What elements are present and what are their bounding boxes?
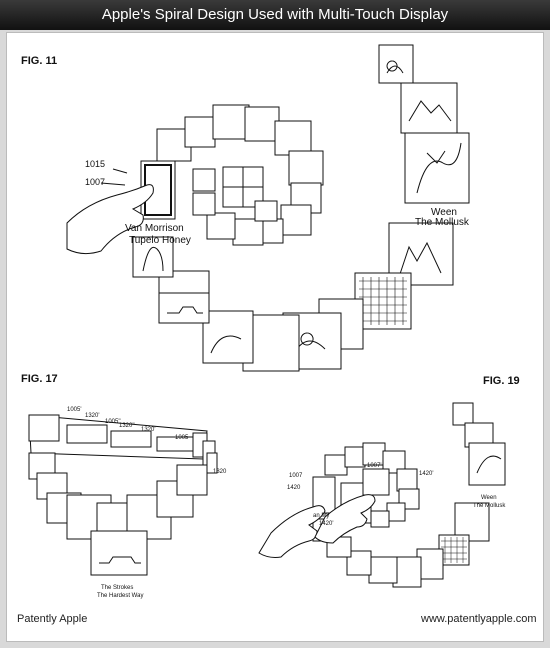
album-tile xyxy=(288,150,324,186)
album-tile-grid xyxy=(354,272,412,330)
album-tile xyxy=(176,464,208,496)
callout-1320c: 1320' xyxy=(141,427,156,433)
album-tile xyxy=(344,446,366,468)
album-tile xyxy=(392,556,422,588)
grid-lines xyxy=(441,537,467,563)
album-tile xyxy=(206,212,236,240)
album-tile xyxy=(370,510,390,528)
album-caption-title: Tupelo Honey xyxy=(129,235,191,246)
page-title: Apple's Spiral Design Used with Multi-To… xyxy=(0,0,550,30)
callout-1007: 1007 xyxy=(85,177,105,187)
callout-1005b: 1005'' xyxy=(105,419,121,425)
album-tile xyxy=(206,452,218,474)
album-tile xyxy=(132,236,174,278)
album-tile xyxy=(66,424,108,444)
album-tile xyxy=(280,204,312,236)
finger-sketch-right xyxy=(314,494,376,544)
album-caption-artist-2: Ween xyxy=(431,207,457,218)
album-tile-grid xyxy=(438,534,470,566)
album-art-sketch xyxy=(398,241,442,278)
album-tile xyxy=(212,104,250,140)
fig-17-label: FIG. 17 xyxy=(21,373,58,385)
album-tile xyxy=(110,430,152,448)
fig-17-strip xyxy=(28,414,218,576)
album-tile xyxy=(386,502,406,522)
album-art-sketch xyxy=(476,455,502,474)
album-tile xyxy=(232,218,264,246)
album-tile xyxy=(244,106,280,142)
album-caption-title-5: The Mollusk xyxy=(473,503,506,509)
album-tile-selected xyxy=(90,530,148,576)
callout-1420: 1420 xyxy=(287,485,301,491)
callout-1320a: 1320' xyxy=(85,413,100,419)
callout-1007-prime: 1007' xyxy=(367,463,382,469)
album-art-sketch xyxy=(416,142,462,194)
album-art-sketch xyxy=(142,246,164,272)
album-art-sketch xyxy=(408,100,452,122)
album-tile xyxy=(404,132,470,204)
callout-1005c: 1005 xyxy=(175,435,189,441)
car-sketch xyxy=(167,306,203,314)
album-tile xyxy=(254,200,278,222)
album-tile xyxy=(184,116,216,148)
album-tile xyxy=(368,556,398,584)
footer-right: www.patentlyapple.com xyxy=(421,613,537,625)
fig-11-spiral xyxy=(66,44,470,372)
album-tile xyxy=(192,192,216,216)
album-caption-artist-3: The Strokes xyxy=(101,585,133,591)
album-tile xyxy=(362,442,386,466)
album-caption-artist-5: Ween xyxy=(481,495,497,501)
album-art-sketch xyxy=(210,335,242,354)
car-sketch xyxy=(99,556,141,564)
callout-1320d: 1320 xyxy=(213,469,227,475)
album-tile xyxy=(400,82,458,134)
fig-19-spiral xyxy=(258,402,506,588)
album-tile xyxy=(468,442,506,486)
album-tile xyxy=(192,168,216,192)
callout-leader-1007 xyxy=(100,182,126,186)
album-art-sketch xyxy=(223,167,263,207)
album-caption-title-3: The Hardest Way xyxy=(97,593,143,599)
album-tile xyxy=(28,414,60,442)
album-tile xyxy=(158,288,210,324)
album-caption-artist-4: an My xyxy=(313,513,329,519)
fig-19-label: FIG. 19 xyxy=(483,375,520,387)
album-tile xyxy=(452,402,474,426)
figure-panel: FIG. 11 FIG. 17 FIG. 19 xyxy=(6,32,544,642)
fig-11-label: FIG. 11 xyxy=(21,55,58,67)
callout-1420-prime-2: 1420' xyxy=(319,521,334,527)
callout-1007: 1007 xyxy=(289,473,303,479)
album-tile xyxy=(396,468,418,492)
album-tile xyxy=(274,120,312,156)
footer-left: Patently Apple xyxy=(17,613,88,625)
album-tile xyxy=(202,310,254,364)
album-caption-title-2: The Mollusk xyxy=(415,217,470,228)
callout-1320b: 1320'' xyxy=(119,423,135,429)
album-tile xyxy=(324,454,348,476)
callout-1005a: 1005' xyxy=(67,407,82,413)
callout-1420-prime: 1420' xyxy=(419,471,434,477)
album-tile-center xyxy=(362,468,390,496)
finger-sketch-left xyxy=(258,505,326,558)
album-caption-artist: Van Morrison xyxy=(125,223,184,234)
callout-leader-1015 xyxy=(112,168,128,174)
album-art-sketch xyxy=(386,60,404,74)
album-tile xyxy=(378,44,414,84)
finger-sketch xyxy=(66,184,154,255)
album-tile xyxy=(382,450,406,474)
figure-drawings: 1015 1007 Van Morrison Tupelo Honey Ween… xyxy=(28,44,506,599)
callout-1015: 1015 xyxy=(85,159,105,169)
